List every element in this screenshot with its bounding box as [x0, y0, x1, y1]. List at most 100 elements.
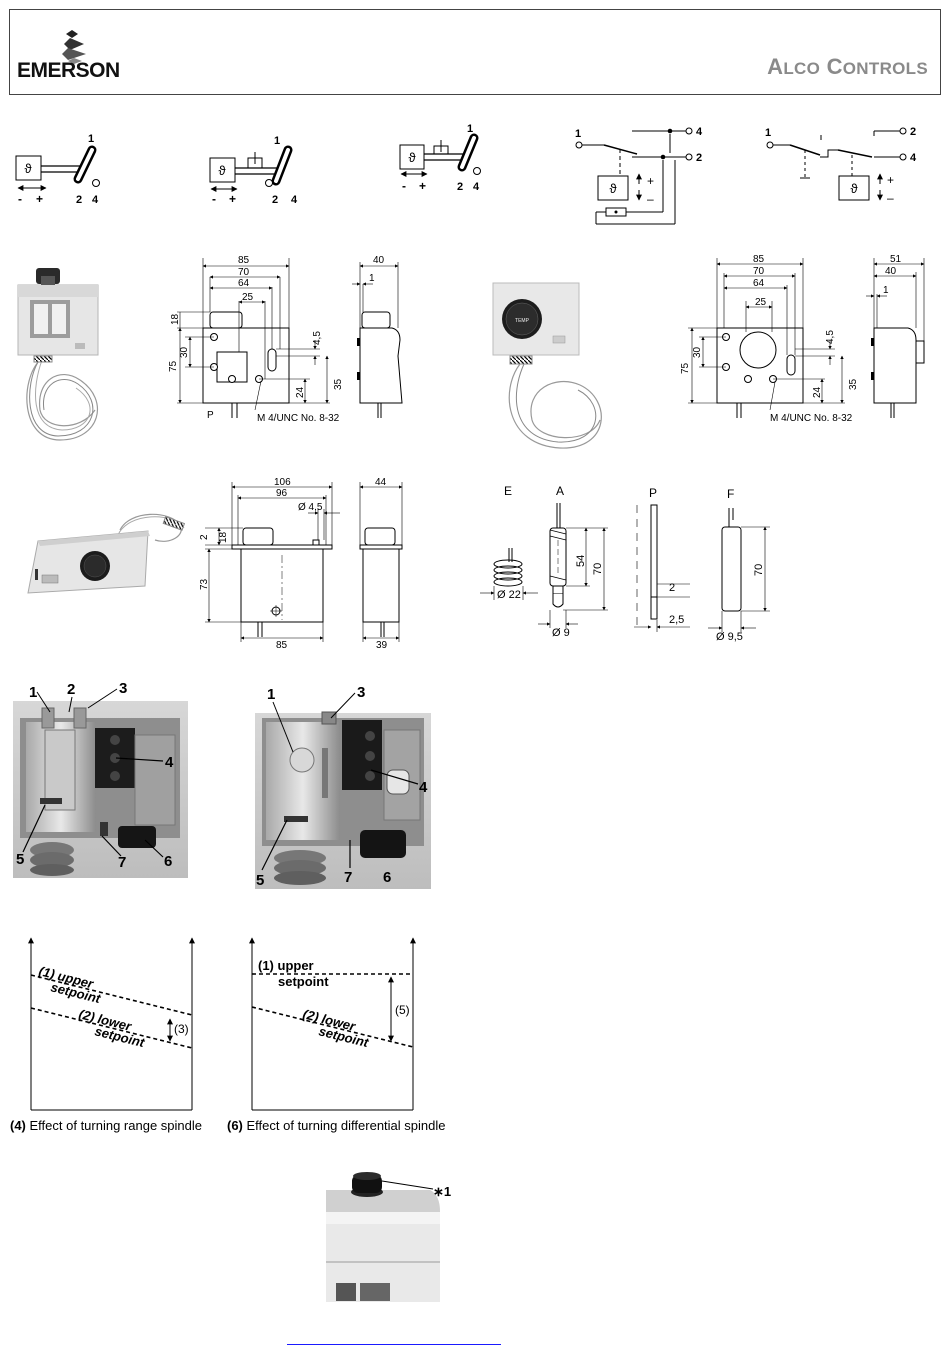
svg-text:51: 51	[890, 254, 902, 265]
svg-text:18: 18	[218, 531, 229, 543]
internal-photo-1-callouts: 1 2 3 4 5 6 7	[16, 680, 174, 871]
svg-text:TEMP: TEMP	[515, 318, 530, 324]
bulb-type-p: P 2 2,5	[634, 486, 690, 632]
svg-text:2: 2	[457, 181, 463, 193]
svg-text:4,5: 4,5	[312, 331, 323, 345]
bulb-type-e: E Ø 22	[480, 484, 538, 601]
svg-text:25: 25	[242, 292, 254, 303]
bulb-type-a: A 54 70 Ø 9	[538, 484, 608, 639]
svg-text:1: 1	[575, 128, 581, 140]
emerson-logo-icon	[62, 30, 86, 64]
svg-text:Ø 9,5: Ø 9,5	[716, 631, 743, 643]
dimension-drawing-2-side: 51 40 1	[866, 254, 925, 418]
svg-text:106: 106	[274, 477, 291, 488]
wiring-diagram-2: ϑ 1 2 4 - +	[209, 135, 298, 206]
svg-text:25: 25	[755, 297, 767, 308]
svg-text:P: P	[649, 486, 657, 500]
svg-text:∗1: ∗1	[433, 1184, 451, 1199]
svg-text:1: 1	[765, 127, 771, 139]
svg-text:30: 30	[179, 346, 190, 358]
svg-text:E: E	[504, 484, 512, 498]
svg-text:1: 1	[883, 285, 889, 296]
product-photo-2: TEMP	[492, 282, 602, 449]
wiring-diagram-1: ϑ 1 2 4 - +	[15, 133, 100, 206]
svg-text:4: 4	[419, 779, 428, 796]
svg-text:18: 18	[170, 313, 181, 325]
svg-text:96: 96	[276, 488, 288, 499]
svg-text:+: +	[647, 174, 654, 188]
svg-text:73: 73	[199, 578, 210, 590]
hyperlink-underline[interactable]	[287, 1344, 501, 1345]
svg-text:(1) upper: (1) upper	[258, 958, 314, 973]
svg-text:-: -	[402, 179, 406, 193]
svg-text:2,5: 2,5	[669, 614, 684, 626]
svg-text:6: 6	[383, 869, 391, 886]
svg-text:6: 6	[164, 853, 172, 870]
svg-text:64: 64	[238, 278, 250, 289]
svg-text:35: 35	[848, 378, 859, 390]
svg-text:ϑ: ϑ	[24, 161, 32, 176]
svg-text:54: 54	[575, 555, 587, 567]
graph-caption-differential: (6) Effect of turning differential spind…	[227, 1118, 446, 1133]
svg-text:-: -	[212, 192, 216, 206]
svg-text:75: 75	[168, 360, 179, 372]
wiring-schematic-1: 1 4 2 ϑ + –	[575, 126, 703, 225]
svg-text:75: 75	[680, 362, 691, 374]
svg-text:30: 30	[692, 346, 703, 358]
svg-text:2: 2	[669, 582, 675, 594]
svg-text:3: 3	[357, 684, 365, 701]
svg-text:–: –	[887, 191, 894, 205]
svg-text:+: +	[36, 192, 43, 206]
alco-controls-brand: ALCO CONTROLS	[767, 54, 928, 79]
svg-text:1: 1	[29, 684, 37, 701]
wiring-diagram-3: ϑ 1 2 4 - +	[399, 123, 481, 193]
svg-text:2: 2	[272, 194, 278, 206]
svg-text:85: 85	[753, 254, 765, 265]
svg-text:64: 64	[753, 278, 765, 289]
svg-text:4: 4	[165, 754, 174, 771]
svg-text:4: 4	[473, 181, 480, 193]
svg-text:1: 1	[369, 273, 375, 284]
graph-caption-range: (4) Effect of turning range spindle	[10, 1118, 202, 1133]
svg-text:(5): (5)	[395, 1003, 410, 1017]
svg-text:P: P	[207, 410, 214, 421]
internal-photo-2	[255, 711, 431, 889]
svg-text:Ø 4,5: Ø 4,5	[298, 502, 323, 513]
svg-text:7: 7	[344, 869, 352, 886]
dimension-drawing-2-front: 85 70 64 25 75 30 4,5 24 35 M 4/UNC No. …	[680, 254, 859, 424]
svg-text:1: 1	[267, 686, 275, 703]
product-photo-3	[27, 513, 186, 594]
svg-text:1: 1	[88, 133, 94, 145]
wiring-schematic-2: 1 2 4 ϑ + –	[765, 126, 917, 205]
internal-photo-1	[13, 701, 188, 878]
svg-text:M 4/UNC No. 8-32: M 4/UNC No. 8-32	[257, 413, 340, 424]
svg-text:A: A	[556, 484, 564, 498]
setpoint-graph-range: (3) (1) upper setpoint (2) lower setpoin…	[28, 937, 195, 1111]
svg-text:4: 4	[910, 152, 917, 164]
svg-text:ϑ: ϑ	[408, 150, 416, 165]
svg-text:85: 85	[238, 255, 250, 266]
svg-text:70: 70	[592, 563, 604, 575]
bulb-type-f: F 70 Ø 9,5	[708, 487, 770, 643]
svg-text:4: 4	[92, 194, 99, 206]
svg-text:40: 40	[373, 255, 385, 266]
dimension-drawing-3-front: 106 96 Ø 4,5 2 18 73 85	[199, 477, 340, 651]
svg-text:1: 1	[274, 135, 280, 147]
svg-text:M 4/UNC No. 8-32: M 4/UNC No. 8-32	[770, 413, 853, 424]
dimension-drawing-1-side: 40 1	[352, 255, 403, 418]
svg-text:+: +	[229, 192, 236, 206]
svg-text:ϑ: ϑ	[850, 181, 858, 196]
svg-text:44: 44	[375, 477, 387, 488]
svg-text:1: 1	[467, 123, 473, 135]
svg-text:2: 2	[76, 194, 82, 206]
dimension-drawing-3-side: 44 39	[359, 477, 403, 651]
svg-text:2: 2	[199, 534, 210, 540]
svg-text:5: 5	[16, 851, 24, 868]
svg-text:ϑ: ϑ	[218, 163, 226, 178]
svg-text:39: 39	[376, 640, 388, 651]
svg-text:2: 2	[696, 152, 702, 164]
dimension-drawing-1-front: 85 70 64 25 18 75 30 4,5 24 35 P M 4/UNC…	[168, 255, 344, 424]
knob-photo: ∗1	[326, 1172, 451, 1302]
svg-text:35: 35	[333, 378, 344, 390]
svg-text:4,5: 4,5	[825, 330, 836, 344]
